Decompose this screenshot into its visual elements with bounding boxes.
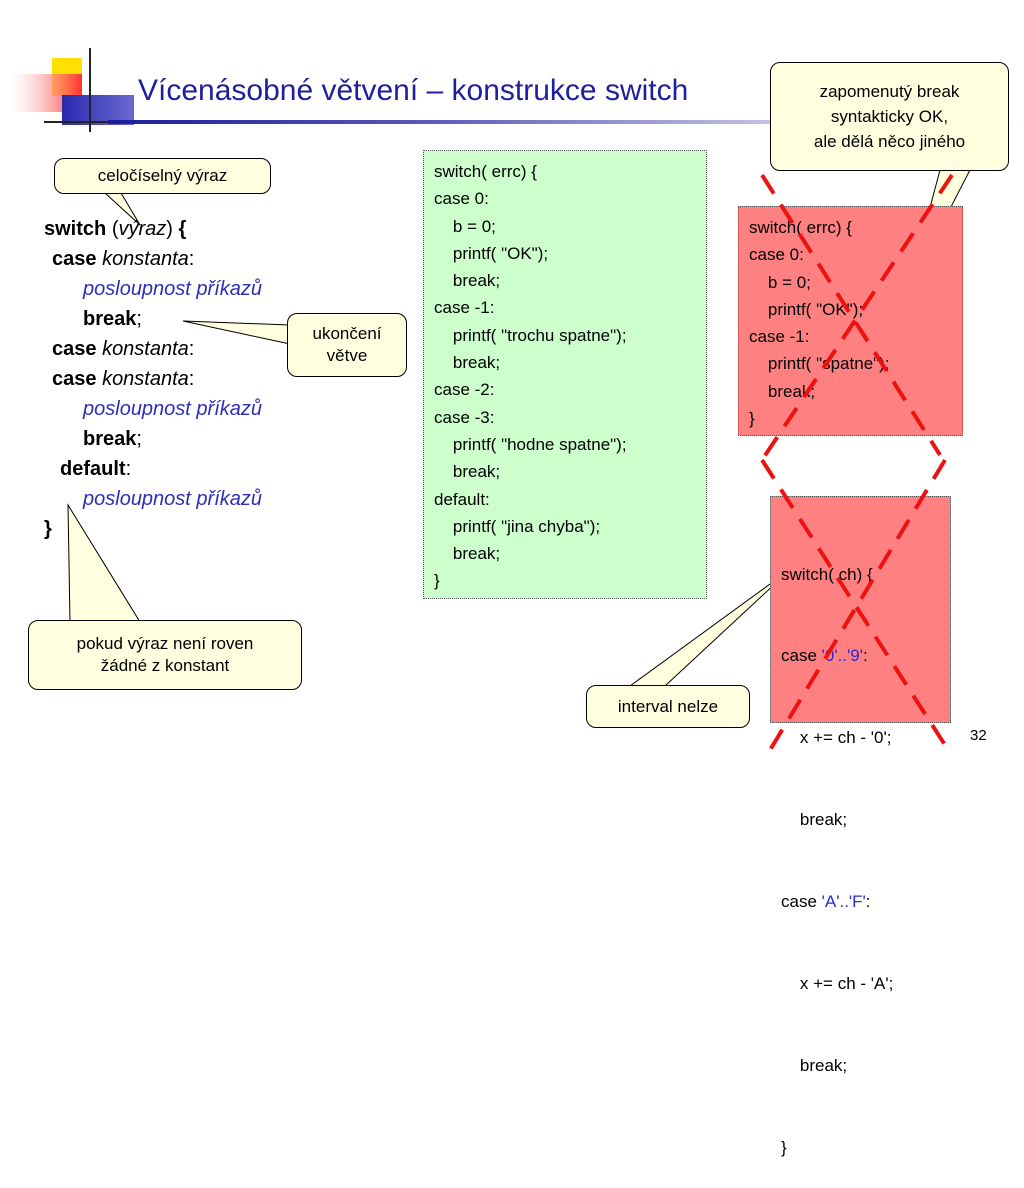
callout-forgotten-break-line2: syntakticky OK, [830, 107, 949, 126]
open-paren: ( [111, 218, 119, 240]
code-example-correct: switch( errc) { case 0: b = 0; printf( "O… [423, 150, 707, 599]
code-line: break; [434, 462, 501, 482]
keyword-case: case [52, 368, 97, 390]
keyword-default: default [60, 458, 126, 480]
code-line: case 0: [749, 245, 804, 265]
code-line: case -2: [434, 380, 495, 400]
syntax-row-break-1: break; [44, 304, 262, 334]
code-line: case -3: [434, 407, 495, 427]
code-line: case '0'..'9': [781, 642, 950, 669]
code-line: switch( ch) { [781, 564, 873, 584]
code-line: printf( "OK"); [434, 243, 549, 263]
cross-line [760, 173, 954, 462]
code-range: 'A'..'F' [821, 892, 866, 912]
keyword-case: case [52, 338, 97, 360]
colon: : [188, 338, 195, 360]
statements-placeholder: posloupnost příkazů [83, 488, 263, 510]
code-case: case [781, 646, 822, 666]
wrong-cross-marks [760, 173, 954, 752]
code-line: break; [781, 810, 848, 830]
slide-title: Vícenásobné větvení – konstrukce switch [138, 74, 689, 107]
syntax-row-switch: switch (výraz) { [44, 214, 262, 244]
code-line: break; [434, 271, 501, 291]
code-case: case [781, 892, 822, 912]
code-line: break; [434, 544, 501, 564]
callout-expression-text: celočíselný výraz [97, 166, 228, 185]
close-paren: ) [166, 218, 173, 240]
keyword-switch: switch [44, 218, 107, 240]
code-colon: : [865, 892, 871, 912]
cross-line [760, 458, 947, 747]
cross-line [760, 173, 942, 457]
callout-end-branch-line2: větve [326, 346, 368, 365]
code-line: printf( "hodne spatne"); [434, 434, 627, 454]
keyword-case: case [52, 248, 97, 270]
callout-end-branch: ukončení větve [287, 313, 407, 377]
semicolon: ; [136, 428, 142, 450]
code-line: x += ch - '0'; [781, 728, 892, 748]
code-line: b = 0; [749, 272, 811, 292]
syntax-row-statements-2: posloupnost příkazů [44, 394, 262, 424]
keyword-break: break [83, 428, 137, 450]
syntax-row-statements-3: posloupnost příkazů [44, 484, 262, 514]
title-underline [108, 120, 1024, 124]
syntax-row-case-3: case konstanta: [44, 364, 262, 394]
callout-expression: celočíselný výraz [54, 158, 271, 194]
expression-placeholder: výraz [118, 218, 167, 240]
page-number: 32 [970, 727, 987, 744]
code-line: x += ch - 'A'; [781, 974, 894, 994]
code-line: case -1: [749, 327, 810, 347]
code-line: switch( errc) { [434, 162, 537, 181]
constant-placeholder: konstanta [102, 368, 189, 390]
syntax-row-default: default: [44, 454, 262, 484]
code-line: default: [434, 489, 490, 509]
slide-logo [10, 48, 134, 132]
code-line: break; [434, 353, 501, 373]
callout-end-branch-line1: ukončení [312, 324, 382, 343]
code-line: } [781, 1137, 787, 1157]
syntax-row-case-1: case konstanta: [44, 244, 262, 274]
code-line: switch( errc) { [749, 218, 852, 237]
code-line: break; [781, 1055, 848, 1075]
constant-placeholder: konstanta [102, 338, 189, 360]
callout-no-match: pokud výraz není roven žádné z konstant [28, 620, 302, 690]
switch-syntax: switch (výraz) { case konstanta: posloup… [44, 214, 262, 544]
code-colon: : [862, 646, 868, 666]
code-line: b = 0; [434, 216, 496, 236]
syntax-row-statements-1: posloupnost příkazů [44, 274, 262, 304]
colon: : [188, 368, 195, 390]
code-line: printf( "jina chyba"); [434, 516, 601, 536]
open-brace: { [178, 218, 187, 240]
code-line: case 0: [434, 189, 489, 209]
callout-forgotten-break-line3: ale dělá něco jiného [813, 132, 966, 151]
code-line: printf( "OK"); [749, 299, 864, 319]
callout-interval: interval nelze [586, 685, 750, 728]
code-line: } [749, 409, 755, 429]
code-range: '0'..'9' [821, 646, 863, 666]
semicolon: ; [136, 308, 142, 330]
code-line: case 'A'..'F': [781, 888, 950, 915]
callout-no-match-line1: pokud výraz není roven [76, 634, 254, 653]
callout-no-match-line2: žádné z konstant [100, 656, 230, 675]
callout-interval-text: interval nelze [617, 696, 719, 716]
code-line: printf( "trochu spatne"); [434, 325, 627, 345]
code-line: printf( "spatne"); [749, 354, 890, 374]
code-example-missing-break: switch( errc) { case 0: b = 0; printf( "O… [738, 206, 963, 436]
statements-placeholder: posloupnost příkazů [83, 398, 263, 420]
syntax-row-case-2: case konstanta: [44, 334, 262, 364]
code-line: } [434, 571, 440, 591]
colon: : [125, 458, 132, 480]
statements-placeholder: posloupnost příkazů [83, 278, 263, 300]
cross-line [768, 458, 947, 752]
callout-forgotten-break-line1: zapomenutý break [819, 82, 960, 101]
syntax-row-close: } [44, 514, 262, 544]
callout-forgotten-break: zapomenutý break syntakticky OK, ale děl… [770, 62, 1009, 171]
keyword-break: break [83, 308, 137, 330]
close-brace: } [44, 518, 52, 540]
colon: : [188, 248, 195, 270]
syntax-row-break-2: break; [44, 424, 262, 454]
constant-placeholder: konstanta [102, 248, 189, 270]
code-line: case -1: [434, 298, 495, 318]
